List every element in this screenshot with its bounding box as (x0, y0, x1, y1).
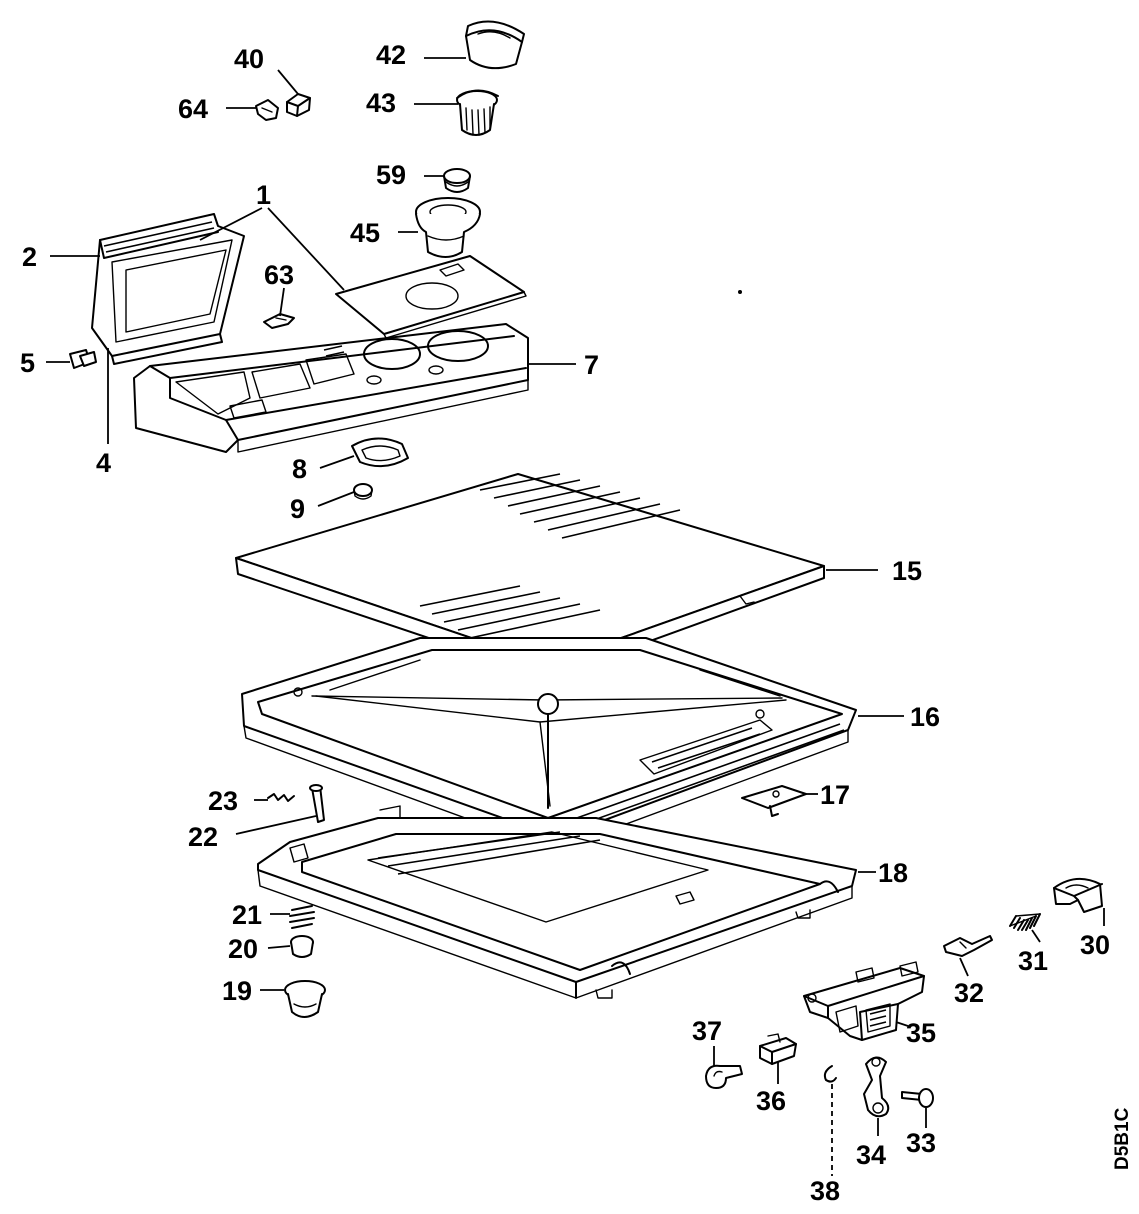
part-32-lever (943, 935, 993, 957)
part-64-clip (255, 99, 279, 121)
part-9-plug (353, 483, 373, 500)
label-43: 43 (366, 88, 396, 118)
label-1: 1 (256, 180, 271, 210)
label-42: 42 (376, 40, 406, 70)
label-59: 59 (376, 160, 406, 190)
part-43-knob (456, 89, 499, 136)
label-30: 30 (1080, 930, 1110, 960)
label-17: 17 (820, 780, 850, 810)
label-16: 16 (910, 702, 940, 732)
part-5-screw (69, 349, 97, 369)
label-4: 4 (96, 448, 111, 478)
part-1-plate (335, 255, 527, 339)
part-31-spring (1009, 913, 1041, 931)
part-63-clip (263, 313, 295, 329)
leader-lines (46, 57, 1105, 1176)
label-64: 64 (178, 94, 208, 124)
label-45: 45 (350, 218, 380, 248)
scan-speck (738, 290, 742, 294)
part-7-dispenser-tray (133, 323, 529, 453)
label-36: 36 (756, 1086, 786, 1116)
part-8-gasket (351, 437, 409, 468)
part-19-foot (284, 980, 326, 1018)
label-18: 18 (878, 858, 908, 888)
part-40-clip (286, 93, 311, 117)
part-59-ring (443, 168, 471, 193)
label-8: 8 (292, 454, 307, 484)
label-19: 19 (222, 976, 252, 1006)
part-20-plug (290, 935, 314, 958)
part-30-cover (1053, 877, 1103, 913)
label-37: 37 (692, 1016, 722, 1046)
part-18-base (257, 805, 857, 999)
label-15: 15 (892, 556, 922, 586)
label-22: 22 (188, 822, 218, 852)
part-45-funnel (415, 197, 481, 258)
label-23: 23 (208, 786, 238, 816)
label-9: 9 (290, 494, 305, 524)
label-35: 35 (906, 1018, 936, 1048)
label-5: 5 (20, 348, 35, 378)
label-2: 2 (22, 242, 37, 272)
label-20: 20 (228, 934, 258, 964)
label-33: 33 (906, 1128, 936, 1158)
drawing-code: D5B1C (1112, 1107, 1133, 1170)
part-2-flap (91, 213, 245, 365)
part-23-spring (267, 793, 295, 802)
part-21-spring (289, 905, 315, 929)
part-33-screw (901, 1088, 934, 1108)
label-38: 38 (810, 1176, 840, 1206)
label-40: 40 (234, 44, 264, 74)
label-34: 34 (856, 1140, 886, 1170)
label-32: 32 (954, 978, 984, 1008)
part-16-frame (241, 637, 857, 851)
part-42-cap (465, 20, 525, 70)
part-38-circlip (823, 1065, 837, 1083)
label-7: 7 (584, 350, 599, 380)
part-36-latch (759, 1033, 797, 1065)
part-22-pin (309, 784, 325, 823)
part-17-bracket (741, 785, 807, 817)
label-21: 21 (232, 900, 262, 930)
part-35-lock-housing (803, 961, 925, 1041)
part-34-cam-lever (863, 1056, 890, 1118)
part-labels: 40 64 42 43 59 45 1 63 2 5 4 7 8 9 15 16… (20, 40, 1110, 1206)
part-37-clip (705, 1064, 743, 1089)
label-31: 31 (1018, 946, 1048, 976)
label-63: 63 (264, 260, 294, 290)
